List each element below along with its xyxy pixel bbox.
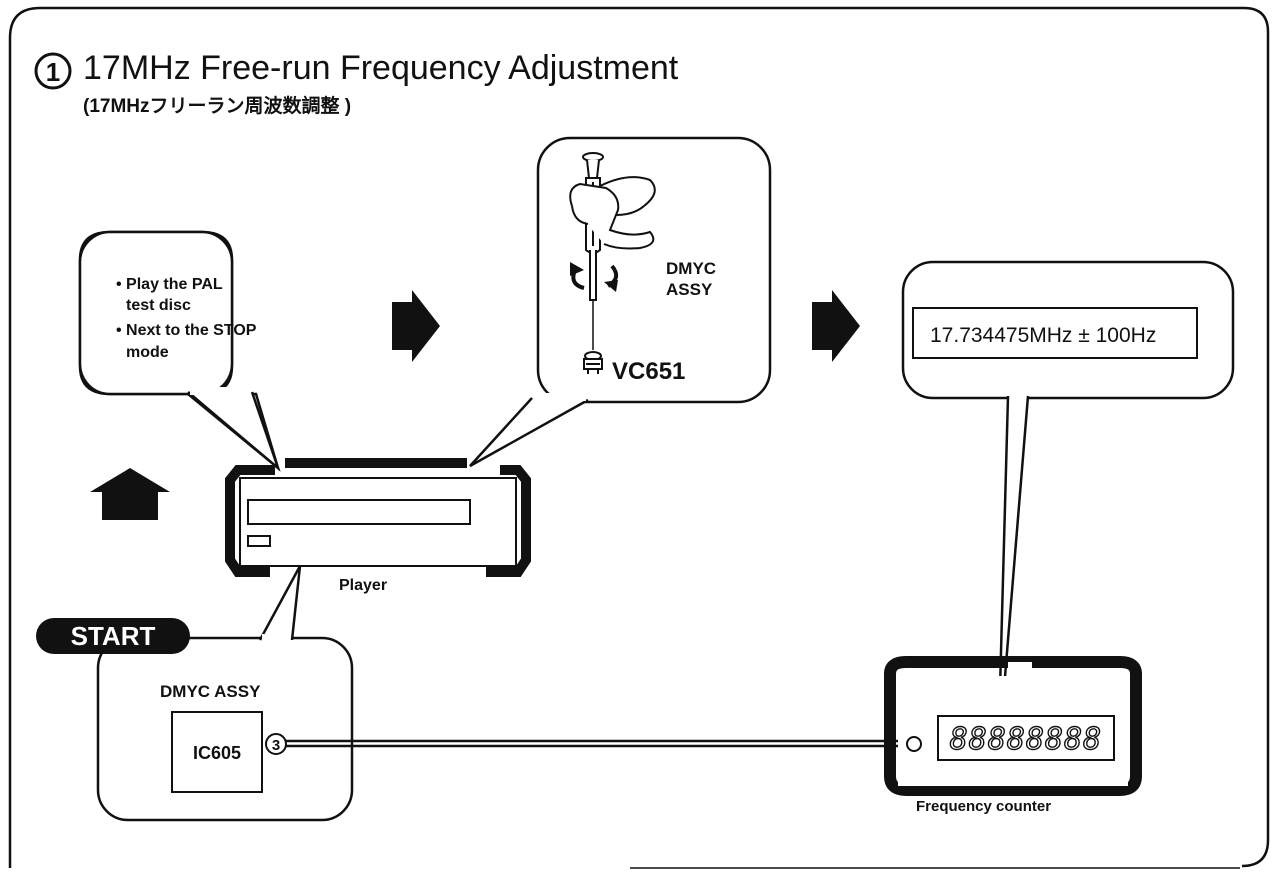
ic-chip — [171, 711, 263, 793]
start-badge-label: START — [71, 621, 156, 651]
source-callout-tail — [258, 565, 302, 641]
instruction-line-2b: mode — [126, 344, 169, 361]
adjustment-assembly-line-1: DMYC — [666, 259, 716, 278]
trimmer-capacitor-icon — [583, 351, 603, 374]
flow-arrow-right-1 — [392, 290, 440, 362]
counter-display-digits: 88888888 — [950, 722, 1103, 757]
player-device — [225, 458, 531, 577]
adjustment-tail-mask — [534, 393, 586, 401]
screwdriver-hand-illustration — [569, 152, 656, 301]
flow-arrow-up — [90, 468, 170, 520]
instruction-callout-tail — [187, 391, 281, 472]
instruction-tail-mask — [190, 387, 250, 395]
page-title: 17MHz Free-run Frequency Adjustment — [83, 49, 679, 87]
source-tail-mask — [262, 634, 290, 642]
instruction-line-2a: • Next to the STOP — [116, 322, 257, 339]
outer-frame — [8, 6, 1270, 868]
instruction-line-1b: test disc — [126, 297, 191, 314]
step-number: 1 — [46, 57, 60, 87]
step-number-circle — [34, 52, 72, 90]
start-badge — [36, 618, 190, 654]
target-tail-mask — [1010, 391, 1026, 399]
counter-label: Frequency counter — [916, 798, 1051, 815]
instruction-callout-box — [78, 230, 234, 396]
player-label: Player — [339, 577, 387, 594]
target-spec-text: 17.734475MHz ± 100Hz — [930, 324, 1156, 347]
page-subtitle: (17MHzフリーラン周波数調整 ) — [83, 94, 351, 117]
adjustment-assembly-line-2: ASSY — [666, 280, 713, 299]
pin-number-circle — [265, 733, 287, 755]
flow-arrow-right-2 — [812, 290, 860, 362]
instruction-line-1a: • Play the PAL — [116, 276, 223, 293]
counter-input-jack — [906, 736, 922, 752]
ic-chip-label: IC605 — [193, 743, 241, 763]
counter-display — [937, 715, 1115, 761]
adjustment-callout-tail — [469, 397, 589, 468]
source-assembly-label: DMYC ASSY — [160, 682, 261, 701]
rotation-arrows-icon — [570, 262, 619, 292]
adjustment-component-label: VC651 — [612, 358, 685, 385]
pin-number: 3 — [272, 737, 280, 754]
target-spec-box — [912, 307, 1198, 359]
